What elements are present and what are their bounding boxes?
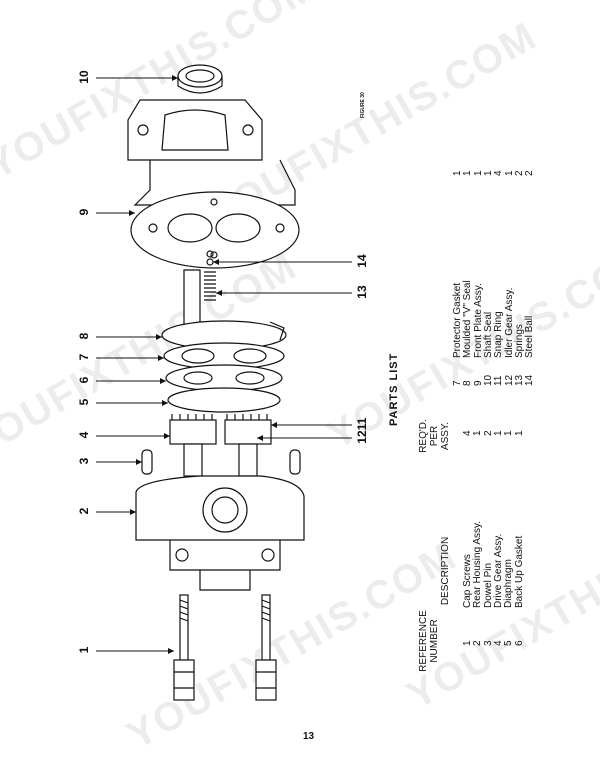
description-header: DESCRIPTION (440, 536, 451, 606)
reqd-per-assy-header: REQ'D. PER ASSY. (418, 419, 451, 453)
description-cell: Diaphragm (503, 559, 515, 608)
gears-drawing (169, 414, 272, 477)
callout-14: 14 (355, 254, 369, 268)
reference-number-cell: 5 (503, 640, 515, 646)
callout-12: 12 (355, 430, 369, 444)
callout-7: 7 (77, 353, 91, 361)
callout-13: 13 (355, 285, 369, 299)
callout-3: 3 (77, 457, 91, 465)
description-cell: Back Up Gasket (513, 535, 525, 608)
quantity-cell: 1 (503, 430, 515, 436)
quantity-cell: 2 (524, 170, 536, 176)
reference-number-header: REFERENCE NUMBER (418, 610, 440, 672)
description-cell: Snap Ring (493, 311, 505, 358)
quantity-cell: 4 (493, 170, 505, 176)
description-cell: Steel Ball (524, 315, 536, 358)
reference-number-cell: 11 (493, 375, 505, 386)
reference-number-cell: 14 (524, 374, 536, 386)
callout-6: 6 (77, 376, 91, 384)
callout-8: 8 (77, 332, 91, 340)
callout-5: 5 (77, 398, 91, 406)
parts-list-title: PARTS LIST (388, 352, 400, 426)
quantity-cell: 1 (513, 430, 525, 436)
callout-4: 4 (77, 431, 91, 439)
cap-screws-drawing (173, 594, 277, 701)
callout-leaders (96, 77, 352, 652)
parts-list: PARTS LIST REFERENCE NUMBER DESCRIPTION … (388, 116, 568, 676)
gaskets-drawing (161, 320, 287, 413)
callout-9: 9 (77, 208, 91, 216)
callout-1: 1 (77, 646, 91, 654)
rear-housing-drawing (135, 475, 305, 591)
reference-number-cell: 6 (513, 640, 525, 646)
callout-10: 10 (77, 70, 91, 84)
page-number: 13 (303, 731, 315, 742)
shaft-seal-drawing (177, 64, 223, 94)
front-plate-drawing (127, 99, 300, 269)
figure-label: FIGURE 30 (360, 92, 366, 118)
callout-2: 2 (77, 507, 91, 515)
